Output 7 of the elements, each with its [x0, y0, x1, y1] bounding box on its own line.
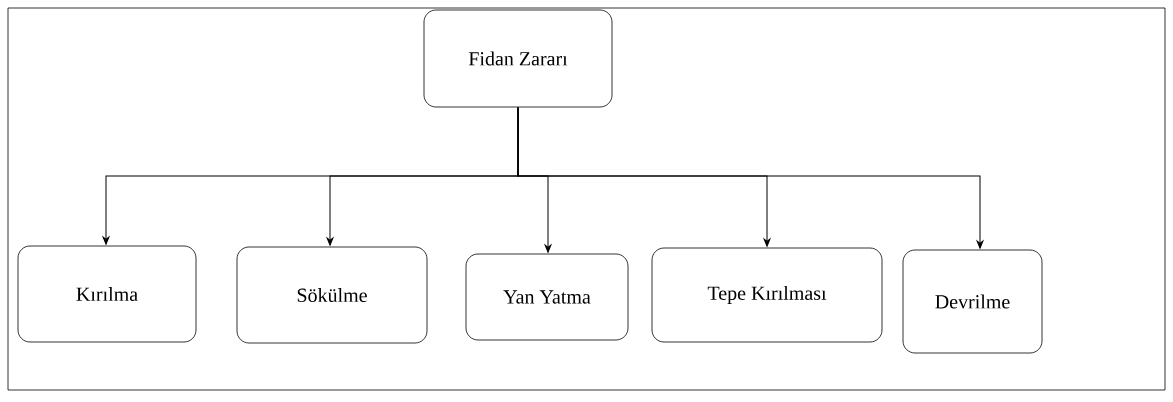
category-box: Yan Yatma	[465, 253, 629, 341]
category-box: Sökülme	[236, 246, 428, 344]
category-box: Devrilme	[902, 249, 1043, 354]
arrow	[517, 106, 984, 249]
category-box: Kırılma	[17, 245, 197, 343]
category-box: Tepe Kırılması	[651, 247, 883, 343]
title-box: Fidan Zararı	[423, 9, 613, 108]
